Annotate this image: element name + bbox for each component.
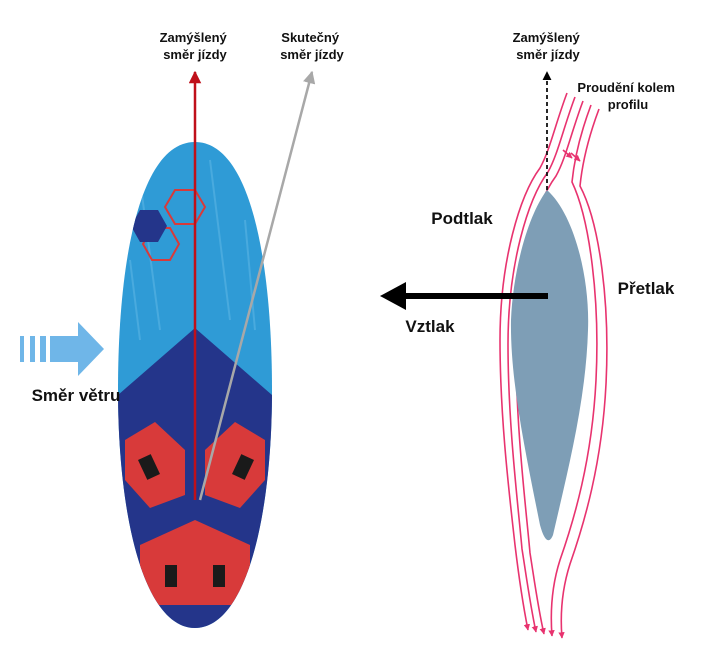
logo-hex-filled <box>131 210 167 242</box>
suction-side-label: Podtlak <box>431 209 493 228</box>
flow-around-profile-label-line2: profilu <box>608 97 648 112</box>
intended-heading-label-right-line2: směr jízdy <box>516 47 580 62</box>
pressure-side-label: Přetlak <box>618 279 675 298</box>
intended-heading-label-left-line2: směr jízdy <box>163 47 227 62</box>
lift-label: Vztlak <box>405 317 455 336</box>
flow-around-profile-label: Proudění kolem profilu <box>577 80 678 112</box>
wind-direction-arrow <box>20 322 104 376</box>
foot-straps <box>138 454 254 587</box>
actual-heading-label-line1: Skutečný <box>281 30 340 45</box>
flow-streamlines <box>499 92 608 639</box>
intended-heading-label-right-line1: Zamýšlený <box>513 30 581 45</box>
actual-heading-label: Skutečný směr jízdy <box>280 30 344 62</box>
intended-heading-label-left-line1: Zamýšlený <box>160 30 228 45</box>
lift-arrow <box>380 282 548 310</box>
flow-around-profile-label-line1: Proudění kolem <box>577 80 675 95</box>
fin-profile <box>510 190 589 541</box>
wind-direction-label: Směr větru <box>32 386 121 405</box>
actual-heading-label-line2: směr jízdy <box>280 47 344 62</box>
intended-heading-label-left: Zamýšlený směr jízdy <box>160 30 231 62</box>
intended-heading-label-right: Zamýšlený směr jízdy <box>513 30 584 62</box>
actual-heading-arrow <box>198 70 316 501</box>
